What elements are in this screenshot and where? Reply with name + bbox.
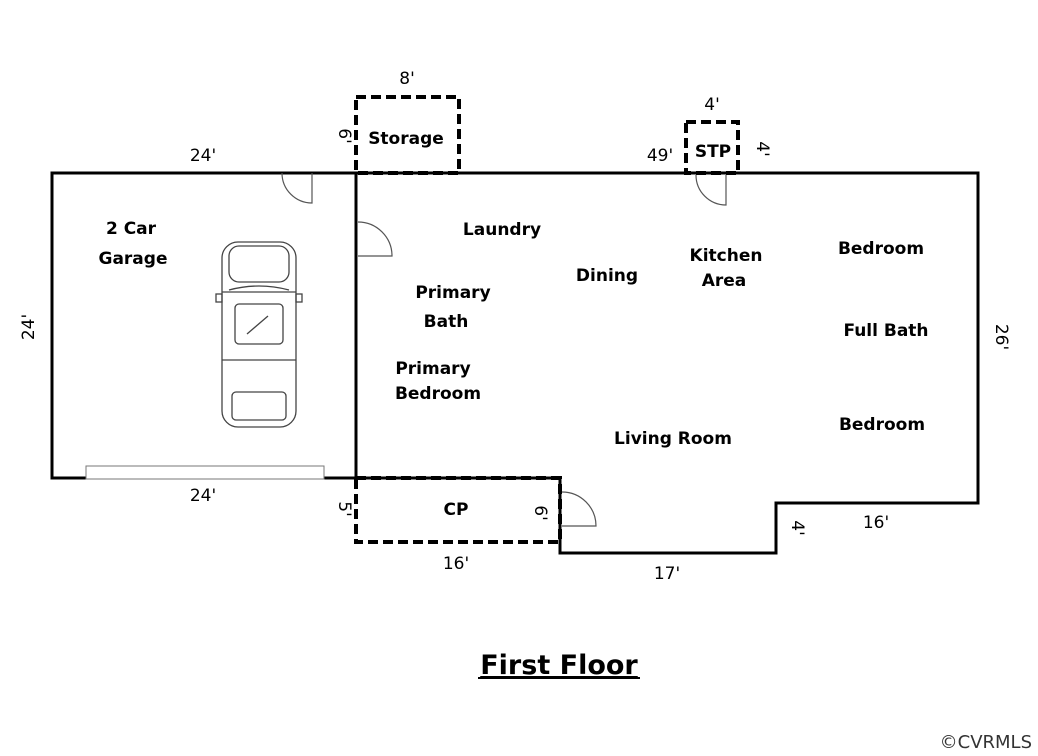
- primary-bath-label-line1: Primary: [415, 283, 490, 303]
- car-icon: [215, 241, 303, 428]
- door-swing-cp: [561, 491, 597, 527]
- cp-outline: [354, 476, 562, 544]
- bedroom-label-1: Bedroom: [838, 239, 924, 259]
- storage-width-dim: 8': [399, 69, 415, 89]
- middle-bottom-dim: 17': [654, 564, 680, 584]
- storage-outline: [354, 95, 461, 175]
- garage-walls: [50, 171, 358, 480]
- notch-depth-dim: 4': [787, 520, 807, 536]
- primary-bath-label-line2: Bath: [424, 312, 469, 332]
- garage-top-dim: 24': [190, 146, 216, 166]
- cp-inner-dim: 6': [530, 505, 550, 521]
- stp-label: STP: [695, 142, 731, 162]
- garage-label-line2: Garage: [99, 249, 168, 269]
- garage-door: [85, 465, 325, 480]
- door-swing-stp: [695, 174, 727, 206]
- bedroom-label-2: Bedroom: [839, 415, 925, 435]
- garage-bottom-dim: 24': [190, 486, 216, 506]
- kitchen-label-line1: Kitchen: [690, 246, 763, 266]
- door-swing-laundry: [357, 221, 393, 257]
- floor-title: First Floor: [480, 650, 638, 681]
- cp-label: CP: [444, 500, 469, 520]
- house-side-dim: 26': [991, 324, 1011, 350]
- stp-width-dim: 4': [704, 95, 720, 115]
- house-top-dim: 49': [647, 146, 673, 166]
- copyright-watermark: ©CVRMLS: [940, 732, 1032, 753]
- storage-label: Storage: [368, 129, 444, 149]
- dining-label: Dining: [576, 266, 638, 286]
- primary-bedroom-label-line1: Primary: [395, 359, 470, 379]
- full-bath-label: Full Bath: [843, 321, 928, 341]
- cp-width-dim: 16': [443, 554, 469, 574]
- garage-label-line1: 2 Car: [106, 219, 157, 239]
- living-room-label: Living Room: [614, 429, 732, 449]
- storage-depth-dim: 6': [334, 128, 354, 144]
- stp-depth-dim: 4': [752, 141, 772, 157]
- garage-side-dim: 24': [19, 314, 39, 340]
- right-bottom-dim: 16': [863, 513, 889, 533]
- primary-bedroom-label-line2: Bedroom: [395, 384, 481, 404]
- kitchen-label-line2: Area: [702, 271, 747, 291]
- door-swing-garage: [281, 172, 313, 204]
- cp-side-dim: 5': [334, 501, 354, 517]
- stp-outline: [684, 120, 740, 175]
- laundry-label: Laundry: [463, 220, 541, 240]
